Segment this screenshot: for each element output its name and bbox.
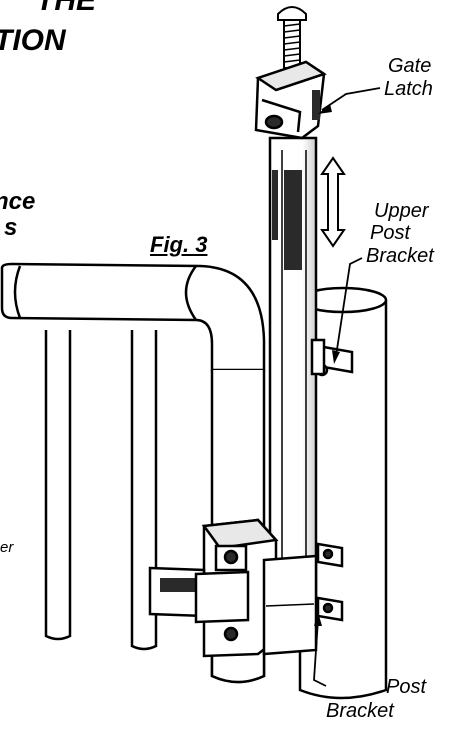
upper-bracket-leader <box>335 257 363 357</box>
fence-pickets <box>44 330 158 651</box>
clipped-side-label: er <box>0 539 14 556</box>
lower-bracket-leader <box>313 619 327 687</box>
gate-latch-leader <box>321 87 381 111</box>
side-heading-line-2: s <box>4 214 18 241</box>
side-heading-line-1: nce <box>0 188 36 215</box>
lower-post-brackets <box>316 542 344 622</box>
gate-clamp-assembly <box>148 518 318 658</box>
motion-arrow <box>320 156 346 248</box>
upper-post-bracket-label-1: Upper <box>374 200 429 222</box>
latch-housing <box>254 60 327 140</box>
header-line-1: THE <box>36 0 96 17</box>
upper-post-bracket-label-3: Bracket <box>366 245 434 267</box>
lower-post-bracket-label-2: Bracket <box>326 700 394 722</box>
latch-bolt <box>277 6 307 69</box>
fence-picket-1 <box>44 330 72 641</box>
fence-top-rail <box>0 262 266 372</box>
gate-latch-label-1: Gate <box>388 55 432 77</box>
leader-lines <box>313 87 381 687</box>
upper-post-bracket-label-2: Post <box>370 222 411 244</box>
gate-latch-label-2: Latch <box>384 78 433 100</box>
rod-decal <box>284 170 302 270</box>
header-line-2: TION <box>0 24 66 57</box>
figure-label: Fig. 3 <box>150 232 208 257</box>
